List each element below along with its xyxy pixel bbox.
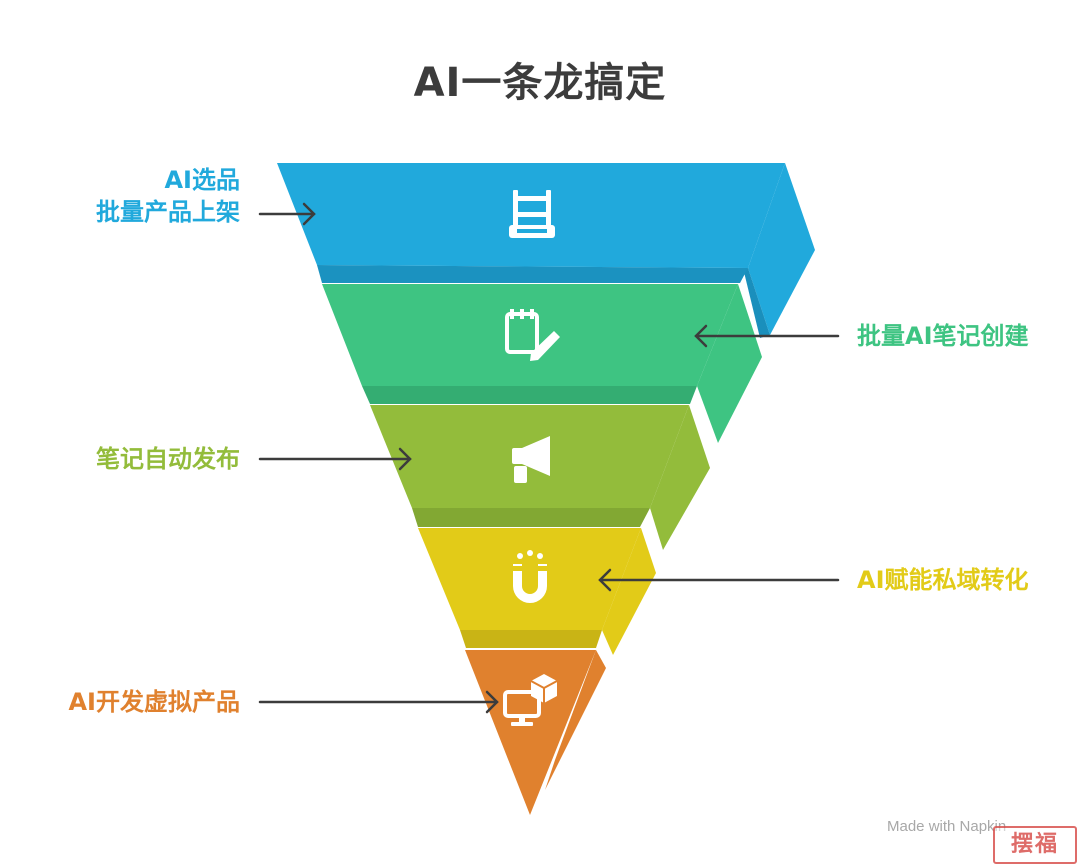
layer-4-underside — [460, 630, 602, 648]
funnel-layer-4 — [418, 528, 656, 655]
label-layer-1-line-1: AI选品 — [164, 166, 240, 194]
arrow-layer-1 — [258, 202, 316, 226]
layer-2-underside — [362, 386, 697, 404]
layer-3-underside — [412, 508, 650, 527]
label-layer-5-line-1: AI开发虚拟产品 — [68, 688, 240, 716]
note-edit-icon — [505, 309, 560, 361]
red-stamp: 摆福 — [993, 826, 1077, 864]
napkin-watermark: Made with Napkin — [887, 818, 1007, 835]
layer-2-face — [322, 284, 738, 386]
label-layer-4-line-1: AI赋能私域转化 — [857, 566, 1029, 594]
layer-4-face — [418, 528, 641, 630]
shelf-icon — [509, 190, 555, 238]
label-layer-1-line-2: 批量产品上架 — [96, 198, 240, 226]
funnel-layer-5 — [465, 650, 606, 815]
arrow-layer-4 — [598, 568, 840, 592]
layer-3-side — [650, 405, 710, 550]
magnet-icon — [513, 550, 547, 603]
layer-1-side-shade — [744, 268, 770, 338]
layer-2-side — [697, 284, 762, 443]
label-layer-2-line-1: 批量AI笔记创建 — [857, 322, 1029, 350]
funnel-layer-2 — [322, 284, 762, 443]
label-layer-2: 批量AI笔记创建 — [857, 320, 1029, 352]
label-layer-3-line-1: 笔记自动发布 — [96, 445, 240, 473]
label-layer-1: AI选品 批量产品上架 — [40, 164, 240, 228]
arrow-layer-3 — [258, 447, 412, 471]
layer-4-side — [602, 528, 656, 655]
layer-1-underside — [317, 265, 748, 283]
arrow-layer-2 — [694, 324, 840, 348]
layer-5-side — [545, 650, 606, 790]
layer-1-side — [748, 163, 815, 335]
computer-cube-icon — [503, 674, 558, 726]
layer-5-face — [465, 650, 596, 815]
arrow-layer-5 — [258, 690, 499, 714]
page-title: AI一条龙搞定 — [413, 60, 667, 106]
megaphone-icon — [512, 436, 550, 483]
label-layer-4: AI赋能私域转化 — [857, 564, 1029, 596]
label-layer-3: 笔记自动发布 — [40, 443, 240, 475]
label-layer-5: AI开发虚拟产品 — [20, 686, 240, 718]
